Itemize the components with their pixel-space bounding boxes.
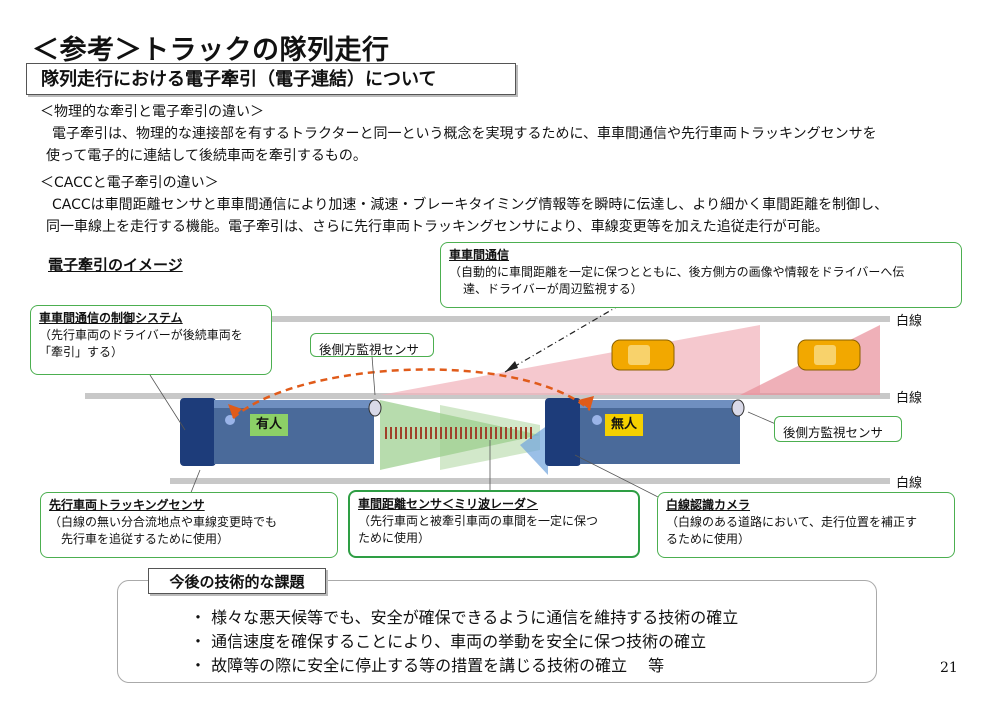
section1-line1: 電子牽引は、物理的な連接部を有するトラクターと同一という概念を実現するために、車… xyxy=(52,126,877,142)
v2v-title: 車車間通信 xyxy=(449,248,510,262)
camera-title: 白線認識カメラ xyxy=(666,498,751,512)
label-unmanned: 無人 xyxy=(605,414,643,436)
distance-line2: ために使用） xyxy=(358,531,431,545)
lane-line-top xyxy=(170,316,890,322)
car-2 xyxy=(797,339,861,371)
control-line2: 「牽引」する） xyxy=(39,345,124,359)
diagram-heading: 電子牽引のイメージ xyxy=(48,256,183,274)
tracking-line1: （白線の無い分合流地点や車線変更時でも xyxy=(49,515,278,529)
tracking-callout: 先行車両トラッキングセンサ （白線の無い分合流地点や車線変更時でも 先行車を追従… xyxy=(40,492,338,558)
subtitle-box: 隊列走行における電子牽引（電子連結）について xyxy=(26,63,516,95)
section1-heading: ＜物理的な牽引と電子牽引の違い＞ xyxy=(40,104,264,120)
tracking-title: 先行車両トラッキングセンサ xyxy=(49,498,205,512)
control-title: 車車間通信の制御システム xyxy=(39,311,183,325)
v2v-callout: 車車間通信 （自動的に車間距離を一定に保つとともに、後方側方の画像や情報をドライ… xyxy=(440,242,962,308)
issue-item-1: ・ 様々な悪天候等でも、安全が確保できるように通信を維持する技術の確立 xyxy=(190,608,739,627)
camera-callout: 白線認識カメラ （白線のある道路において、走行位置を補正す るために使用） xyxy=(657,492,955,558)
rear-monitor-zone-1 xyxy=(380,325,760,395)
section2-line1: CACCは車間距離センサと車車間通信により加速・減速・ブレーキタイミング情報等を… xyxy=(52,197,889,213)
issue-item-2: ・ 通信速度を確保することにより、車両の挙動を安全に保つ技術の確立 xyxy=(190,632,707,651)
distance-title: 車間距離センサ＜ミリ波レーダ＞ xyxy=(358,497,539,511)
tracking-line2: 先行車を追従するために使用） xyxy=(61,532,230,546)
white-line-label-2: 白線 xyxy=(896,391,923,406)
v2v-arc xyxy=(232,368,591,419)
lane-line-bottom xyxy=(170,478,890,484)
v2v-line1: （自動的に車間距離を一定に保つとともに、後方側方の画像や情報をドライバーへ伝 xyxy=(449,265,905,279)
truck-manned xyxy=(180,398,374,466)
white-line-label-1: 白線 xyxy=(896,314,923,329)
control-callout: 車車間通信の制御システム （先行車両のドライバーが後続車両を 「牽引」する） xyxy=(30,305,272,375)
v2v-pointer xyxy=(504,304,621,373)
distance-line1: （先行車両と被牽引車両の車間を一定に保つ xyxy=(358,514,599,528)
rear-sensor-2-dot xyxy=(731,399,745,417)
white-line-label-3: 白線 xyxy=(896,476,923,491)
page-title: ＜参考＞トラックの隊列走行 xyxy=(32,35,390,66)
camera-zone xyxy=(520,425,548,475)
distance-callout: 車間距離センサ＜ミリ波レーダ＞ （先行車両と被牽引車両の車間を一定に保つ ために… xyxy=(348,490,640,558)
rear-sensor-label-2: 後側方監視センサ xyxy=(774,416,902,442)
lane-line-middle xyxy=(85,393,890,399)
camera-line1: （白線のある道路において、走行位置を補正す xyxy=(666,515,918,529)
rear-sensor-1-dot xyxy=(368,399,382,417)
car-1 xyxy=(611,339,675,371)
section2-heading: ＜CACCと電子牽引の違い＞ xyxy=(40,175,219,191)
label-manned: 有人 xyxy=(250,414,288,436)
issues-title: 今後の技術的な課題 xyxy=(148,568,326,594)
rear-sensor-label-1: 後側方監視センサ xyxy=(310,333,434,357)
section2-line2: 同一車線上を走行する機能。電子牽引は、さらに先行車両トラッキングセンサにより、車… xyxy=(46,219,829,235)
section1-line2: 使って電子的に連結して後続車両を牽引するもの。 xyxy=(46,148,367,164)
control-line1: （先行車両のドライバーが後続車両を xyxy=(39,328,243,342)
page-number: 21 xyxy=(940,660,958,676)
issue-item-3: ・ 故障等の際に安全に停止する等の措置を講じる技術の確立 等 xyxy=(190,656,665,675)
issues-box xyxy=(117,580,877,683)
camera-line2: るために使用） xyxy=(666,532,751,546)
v2v-line2: 達、ドライバーが周辺監視する） xyxy=(463,282,643,296)
